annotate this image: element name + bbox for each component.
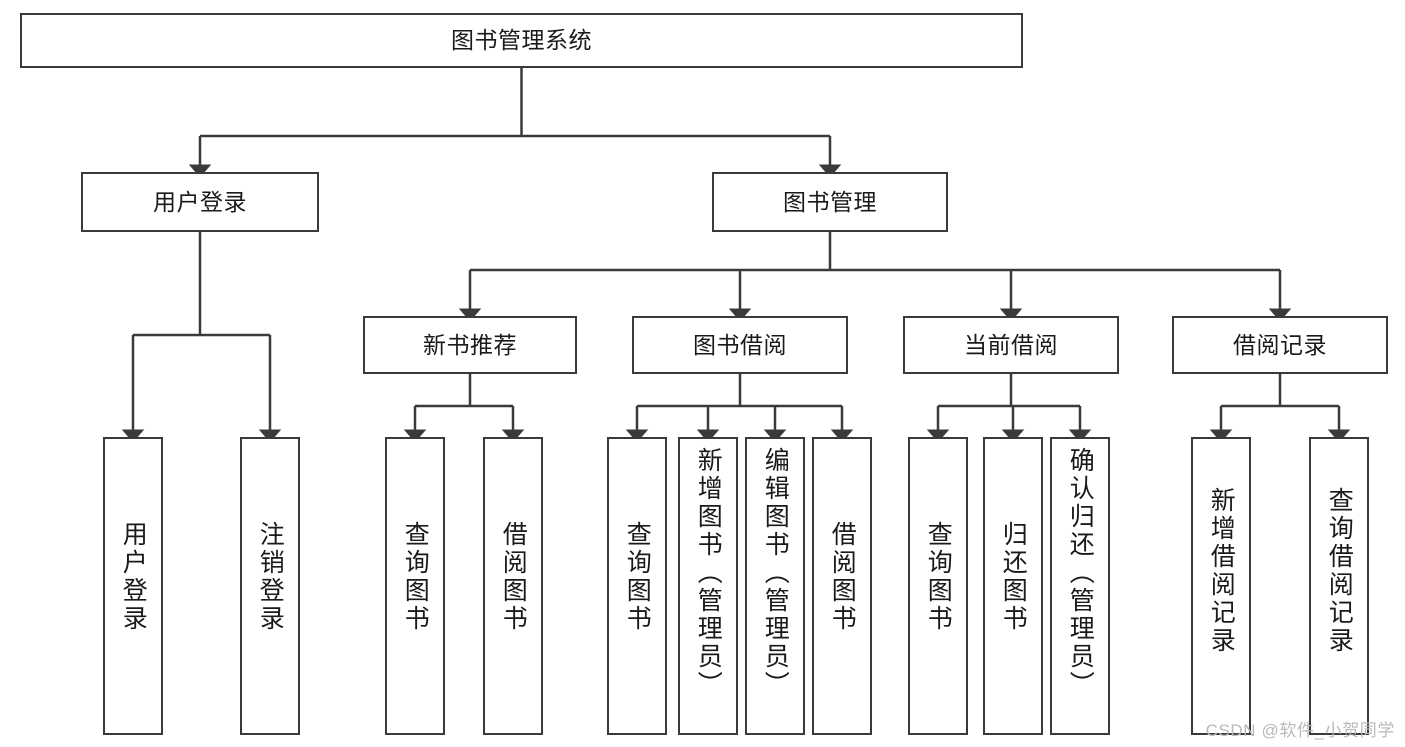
node-label: 查询借阅记录 <box>1325 487 1354 655</box>
node-leaf-edit-book[interactable]: 编辑图书（管理员） <box>745 437 805 735</box>
node-leaf-return-book[interactable]: 归还图书 <box>983 437 1043 735</box>
node-book-manage[interactable]: 图书管理 <box>712 172 948 232</box>
node-label: 借阅图书 <box>828 521 857 633</box>
watermark: CSDN @软件_小贺同学 <box>1205 721 1395 740</box>
node-leaf-add-book[interactable]: 新增图书（管理员） <box>678 437 738 735</box>
node-label: 借阅图书 <box>499 521 528 633</box>
node-current-borrow[interactable]: 当前借阅 <box>903 316 1119 374</box>
node-label: 注销登录 <box>256 521 285 633</box>
node-label: 借阅记录 <box>1233 331 1327 358</box>
node-leaf-borrow-book-2[interactable]: 借阅图书 <box>812 437 872 735</box>
node-label: 新书推荐 <box>423 331 517 358</box>
node-label: 查询图书 <box>623 521 652 633</box>
node-leaf-add-record[interactable]: 新增借阅记录 <box>1191 437 1251 735</box>
node-label: 查询图书 <box>401 521 430 633</box>
node-user-login[interactable]: 用户登录 <box>81 172 319 232</box>
node-borrow-record[interactable]: 借阅记录 <box>1172 316 1388 374</box>
node-label: 归还图书 <box>999 521 1028 633</box>
node-book-borrow[interactable]: 图书借阅 <box>632 316 848 374</box>
node-leaf-query-record[interactable]: 查询借阅记录 <box>1309 437 1369 735</box>
node-leaf-user-logout[interactable]: 注销登录 <box>240 437 300 735</box>
node-leaf-query-book-3[interactable]: 查询图书 <box>908 437 968 735</box>
node-label: 当前借阅 <box>964 331 1058 358</box>
node-leaf-confirm-return[interactable]: 确认归还（管理员） <box>1050 437 1110 735</box>
node-label: 图书借阅 <box>693 331 787 358</box>
node-label: 用户登录 <box>153 188 247 215</box>
node-leaf-query-book-2[interactable]: 查询图书 <box>607 437 667 735</box>
node-label: 新增借阅记录 <box>1207 487 1236 655</box>
node-label: 新增图书（管理员） <box>694 447 723 699</box>
node-label: 查询图书 <box>924 521 953 633</box>
node-label: 确认归还（管理员） <box>1066 447 1095 699</box>
node-label: 图书管理系统 <box>451 27 592 54</box>
node-leaf-user-login[interactable]: 用户登录 <box>103 437 163 735</box>
node-label: 用户登录 <box>119 521 148 633</box>
node-root[interactable]: 图书管理系统 <box>20 13 1023 68</box>
node-leaf-query-book-1[interactable]: 查询图书 <box>385 437 445 735</box>
node-leaf-borrow-book-1[interactable]: 借阅图书 <box>483 437 543 735</box>
node-new-book-rec[interactable]: 新书推荐 <box>363 316 577 374</box>
node-label: 图书管理 <box>783 188 877 215</box>
node-label: 编辑图书（管理员） <box>761 447 790 699</box>
